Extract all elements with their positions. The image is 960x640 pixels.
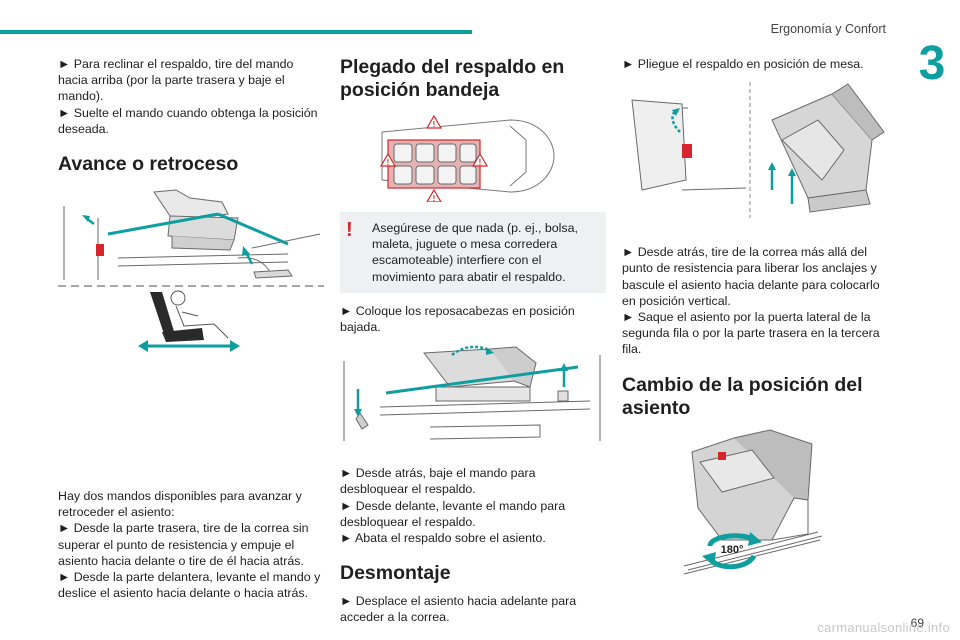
watermark: carmanualsonline.info [817, 620, 950, 635]
body-paragraph-1: Hay dos mandos disponibles para avanzar … [58, 489, 302, 520]
backrest-steps: ► Desde atrás, baje el mando para desblo… [340, 465, 606, 546]
chapter-number: 3 [918, 37, 946, 90]
figure-seat-slide [58, 188, 324, 353]
removal-steps: ► Desde atrás, tire de la correa más all… [622, 244, 888, 357]
figure-seat-rotation: 180° [622, 428, 888, 580]
step-move-seat-forward: ► Desplace el asiento hacia adelante par… [340, 594, 577, 625]
step-fold-backrest: ► Abata el respaldo sobre el asiento. [340, 531, 546, 546]
section-body: Hay dos mandos disponibles para avanzar … [58, 488, 324, 601]
column-left: ► Para reclinar el respaldo, tire del ma… [58, 56, 324, 601]
svg-text:!: ! [433, 120, 436, 129]
figure-seat-layout-top-view: ! ! ! ! [340, 110, 606, 202]
chapter-color-bar [0, 30, 472, 34]
step-back-lever: ► Desde atrás, baje el mando para desblo… [340, 466, 536, 497]
step-table-position: ► Pliegue el respaldo en posición de mes… [622, 57, 864, 71]
section-heading-desmontaje: Desmontaje [340, 562, 451, 585]
warning-text: Asegúrese de que nada (p. ej., bolsa, ma… [372, 221, 578, 284]
page-number: 69 [910, 616, 924, 630]
step-pull-strap: ► Desde atrás, tire de la correa más all… [622, 245, 880, 308]
body-step-1: ► Desde la parte trasera, tire de la cor… [58, 521, 309, 568]
intro-step-1: ► Para reclinar el respaldo, tire del ma… [58, 57, 294, 104]
figure-backrest-fold [340, 341, 606, 453]
section-heading-avance: Avance o retroceso [58, 153, 239, 176]
svg-text:!: ! [433, 194, 436, 202]
rotation-label: 180° [721, 544, 744, 556]
svg-text:!: ! [479, 158, 482, 167]
running-header: Ergonomía y Confort [770, 22, 886, 36]
svg-text:!: ! [387, 158, 390, 167]
section-heading-plegado: Plegado del respaldo en posición bandeja [340, 56, 565, 101]
step-front-lever: ► Desde delante, levante el mando para d… [340, 498, 566, 529]
body-step-2: ► Desde la parte delantera, levante el m… [58, 570, 321, 601]
figure-seat-removal [622, 80, 888, 220]
intro-step-2: ► Suelte el mando cuando obtenga la posi… [58, 105, 318, 136]
step-remove-seat: ► Saque el asiento por la puerta lateral… [622, 310, 880, 357]
warning-box: ! Asegúrese de que nada (p. ej., bolsa, … [340, 212, 606, 293]
step-headrests: ► Coloque los reposacabezas en posición … [340, 303, 575, 335]
section-heading-cambio: Cambio de la posición del asiento [622, 373, 863, 419]
column-middle: Plegado del respaldo en posición bandeja [340, 56, 606, 626]
column-right: ► Pliegue el respaldo en posición de mes… [622, 56, 888, 580]
warning-icon: ! [346, 219, 353, 241]
